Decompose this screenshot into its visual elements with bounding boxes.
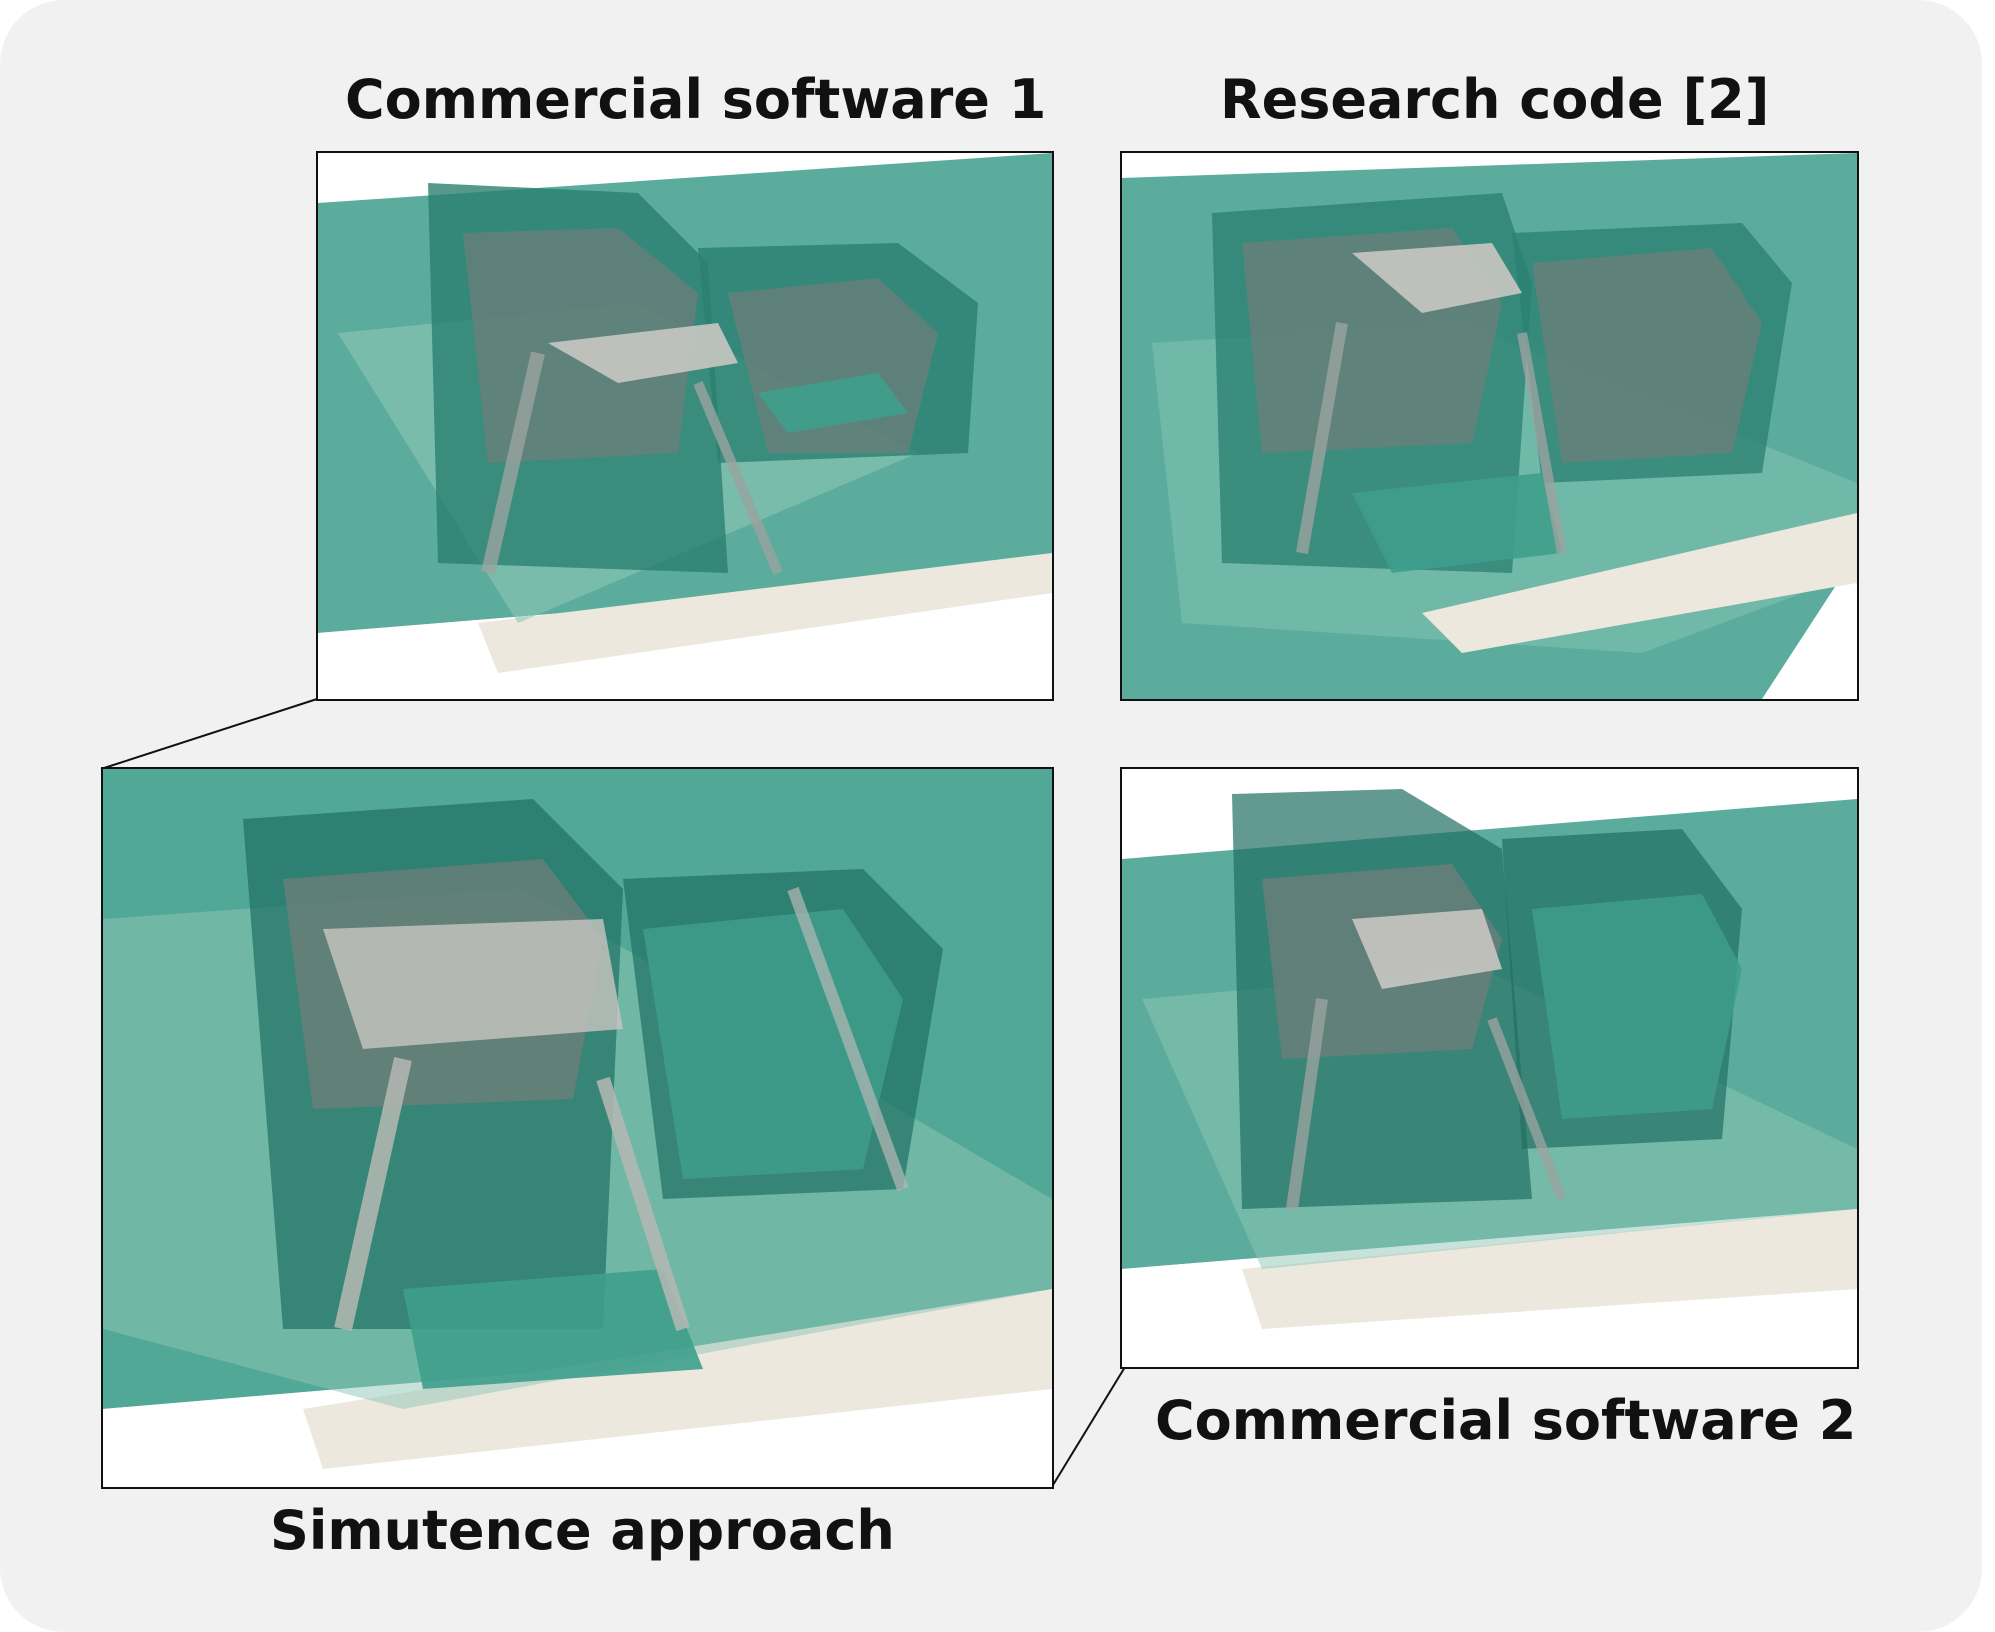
forming-simulation-render [103, 769, 1052, 1487]
title-simutence-approach: Simutence approach [270, 1499, 895, 1562]
title-commercial-software-2: Commercial software 2 [1155, 1389, 1857, 1452]
panel-research-code [1120, 151, 1859, 701]
panel-commercial-software-2 [1120, 767, 1859, 1369]
title-commercial-software-1: Commercial software 1 [345, 68, 1047, 131]
title-research-code: Research code [2] [1220, 68, 1770, 131]
panel-commercial-software-1 [316, 151, 1054, 701]
forming-simulation-render [1122, 769, 1857, 1367]
forming-simulation-render [1122, 153, 1857, 699]
forming-simulation-render [318, 153, 1052, 699]
panel-simutence-approach [101, 767, 1054, 1489]
